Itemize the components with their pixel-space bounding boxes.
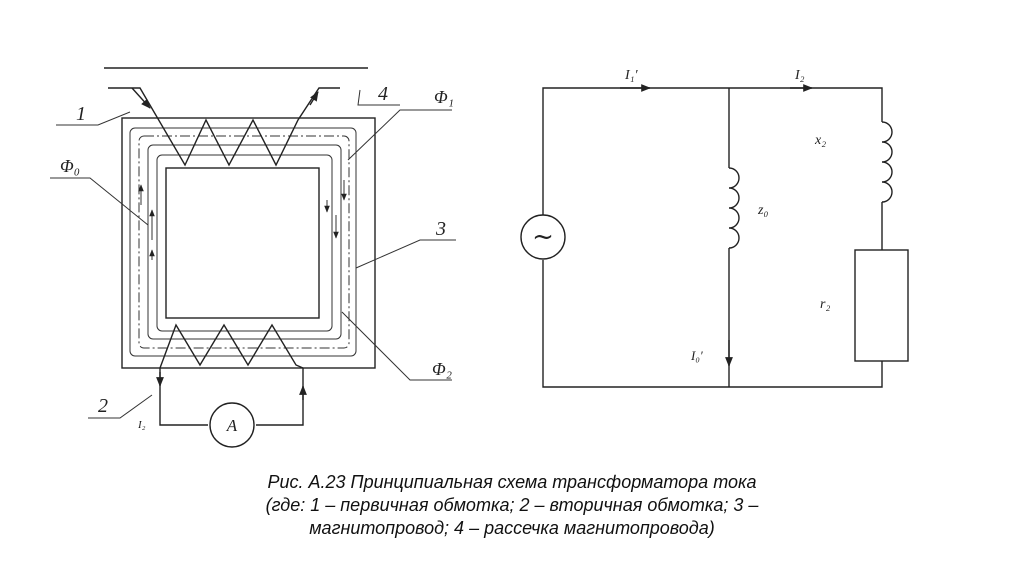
callout-phi1: Φ₁ <box>434 87 454 107</box>
secondary-lead-right <box>256 368 304 426</box>
flux-loop-outer <box>129 127 357 357</box>
label-z0: z₀ <box>757 203 768 218</box>
callout-phi0: Φ₀ <box>60 156 80 176</box>
core-outer <box>121 117 376 369</box>
equivalent-circuit-diagram: ~ I₁′ I₂ x₂ z₀ r₂ I₀′ <box>520 68 909 388</box>
caption-line-1: Рис. А.23 Принципиальная схема трансформ… <box>267 472 757 492</box>
primary-current-arrow-out <box>309 91 319 106</box>
ammeter-circle <box>209 402 255 448</box>
callout-phi2: Φ₂ <box>432 359 452 379</box>
inductor-z0 <box>728 167 740 249</box>
resistor-r2 <box>854 249 909 362</box>
wire-bottom <box>542 260 883 388</box>
label-i1: I₁′ <box>624 68 639 83</box>
callout-1: 1 <box>76 103 86 125</box>
ac-source <box>520 214 566 260</box>
callout-2: 2 <box>98 395 108 417</box>
leader-1 <box>56 111 131 126</box>
primary-winding <box>108 87 340 167</box>
caption-line-2: (где: 1 – первичная обмотка; 2 – вторичн… <box>265 495 759 515</box>
leader-phi0 <box>50 177 149 226</box>
primary-current-arrow-in <box>131 87 151 109</box>
inductor-x2 <box>881 121 893 203</box>
core-window <box>165 167 320 319</box>
figure-caption: Рис. А.23 Принципиальная схема трансформ… <box>0 471 1024 540</box>
label-x2: x₂ <box>814 133 826 148</box>
flux-loop-mid <box>147 144 342 340</box>
leader-3 <box>355 239 456 269</box>
caption-line-3: магнитопровод; 4 – рассечка магнитопрово… <box>309 518 715 538</box>
leader-phi1 <box>347 109 452 161</box>
leader-phi2 <box>341 311 452 381</box>
ac-source-symbol: ~ <box>532 222 554 252</box>
label-r2: r₂ <box>820 297 830 312</box>
label-i2: I₂ <box>794 68 805 83</box>
diagram-canvas: A 1 4 Φ₁ Φ₀ 3 Φ₂ 2 I₂ <box>50 67 909 448</box>
callout-3: 3 <box>435 218 446 240</box>
transformer-construction-diagram: A 1 4 Φ₁ Φ₀ 3 Φ₂ 2 I₂ <box>50 67 456 448</box>
leader-4 <box>357 89 400 106</box>
secondary-lead-left <box>159 368 208 426</box>
ammeter-label: A <box>226 416 238 435</box>
callout-4: 4 <box>378 83 388 105</box>
secondary-winding <box>159 323 304 369</box>
label-i0: I₀′ <box>690 348 703 363</box>
leader-2 <box>88 394 153 419</box>
secondary-current-label: I₂ <box>137 419 146 431</box>
flux-loop-inner <box>156 154 333 332</box>
wire-top <box>542 87 883 215</box>
